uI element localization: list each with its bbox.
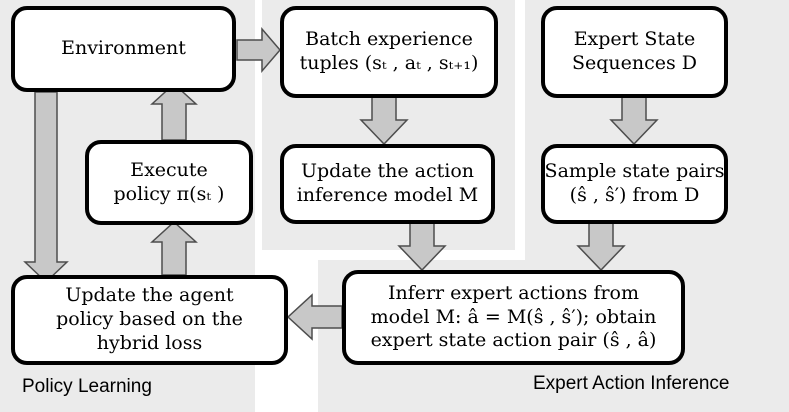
arrow-infer-to-update-policy <box>286 293 343 341</box>
expert-state-sequences-line1: Expert State <box>573 28 696 51</box>
arrow-expert-seq-to-sample <box>609 96 659 146</box>
policy-learning-caption: Policy Learning <box>22 376 152 397</box>
expert-action-inference-caption: Expert Action Inference <box>533 373 730 394</box>
update-agent-policy-line2: policy based on the <box>56 308 243 331</box>
expert-state-sequences-line2: Sequences D <box>571 52 698 74</box>
sample-state-pairs-box: Sample state pairs (ŝ , ŝ′) from D <box>541 144 728 224</box>
batch-experience-line1: Batch experience <box>305 28 473 51</box>
arrow-update-model-to-infer <box>397 222 447 272</box>
update-agent-policy-line1: Update the agent <box>65 284 234 307</box>
arrow-sample-to-infer <box>576 221 626 272</box>
update-action-inference-box: Update the action inference model M <box>280 144 495 224</box>
arrow-batch-to-update-model <box>359 96 409 146</box>
infer-expert-actions-line3: expert state action pair (ŝ , â) <box>370 329 657 352</box>
batch-experience-box: Batch experience tuples (sₜ , aₜ , sₜ₊₁) <box>280 6 498 98</box>
arrow-update-policy-to-execute <box>150 220 198 276</box>
arrow-execute-to-env <box>150 82 198 141</box>
infer-expert-actions-line1: Inferr expert actions from <box>387 281 640 304</box>
sample-state-pairs-line1: Sample state pairs <box>544 160 725 183</box>
sample-state-pairs-line2: (ŝ , ŝ′) from D <box>569 184 700 206</box>
execute-policy-line2: policy π(sₜ ) <box>113 182 225 205</box>
infer-expert-actions-line2: model M: â = M(ŝ , ŝ′); obtain <box>370 305 657 328</box>
infer-expert-actions-box: Inferr expert actions from model M: â = … <box>342 270 685 365</box>
environment-box: Environment <box>11 6 236 92</box>
execute-policy-line1: Execute <box>130 158 208 181</box>
update-agent-policy-box: Update the agent policy based on the hyb… <box>11 275 288 365</box>
update-action-inference-line1: Update the action <box>300 160 475 183</box>
update-agent-policy-line3: hybrid loss <box>96 331 203 354</box>
arrow-env-to-update-policy <box>23 91 69 284</box>
batch-experience-line2: tuples (sₜ , aₜ , sₜ₊₁) <box>299 52 479 74</box>
update-action-inference-line2: inference model M <box>296 184 479 206</box>
expert-state-sequences-box: Expert State Sequences D <box>541 6 728 98</box>
arrow-env-to-batch <box>236 26 281 74</box>
execute-policy-box: Execute policy π(sₜ ) <box>85 140 253 225</box>
environment-label: Environment <box>61 37 186 60</box>
